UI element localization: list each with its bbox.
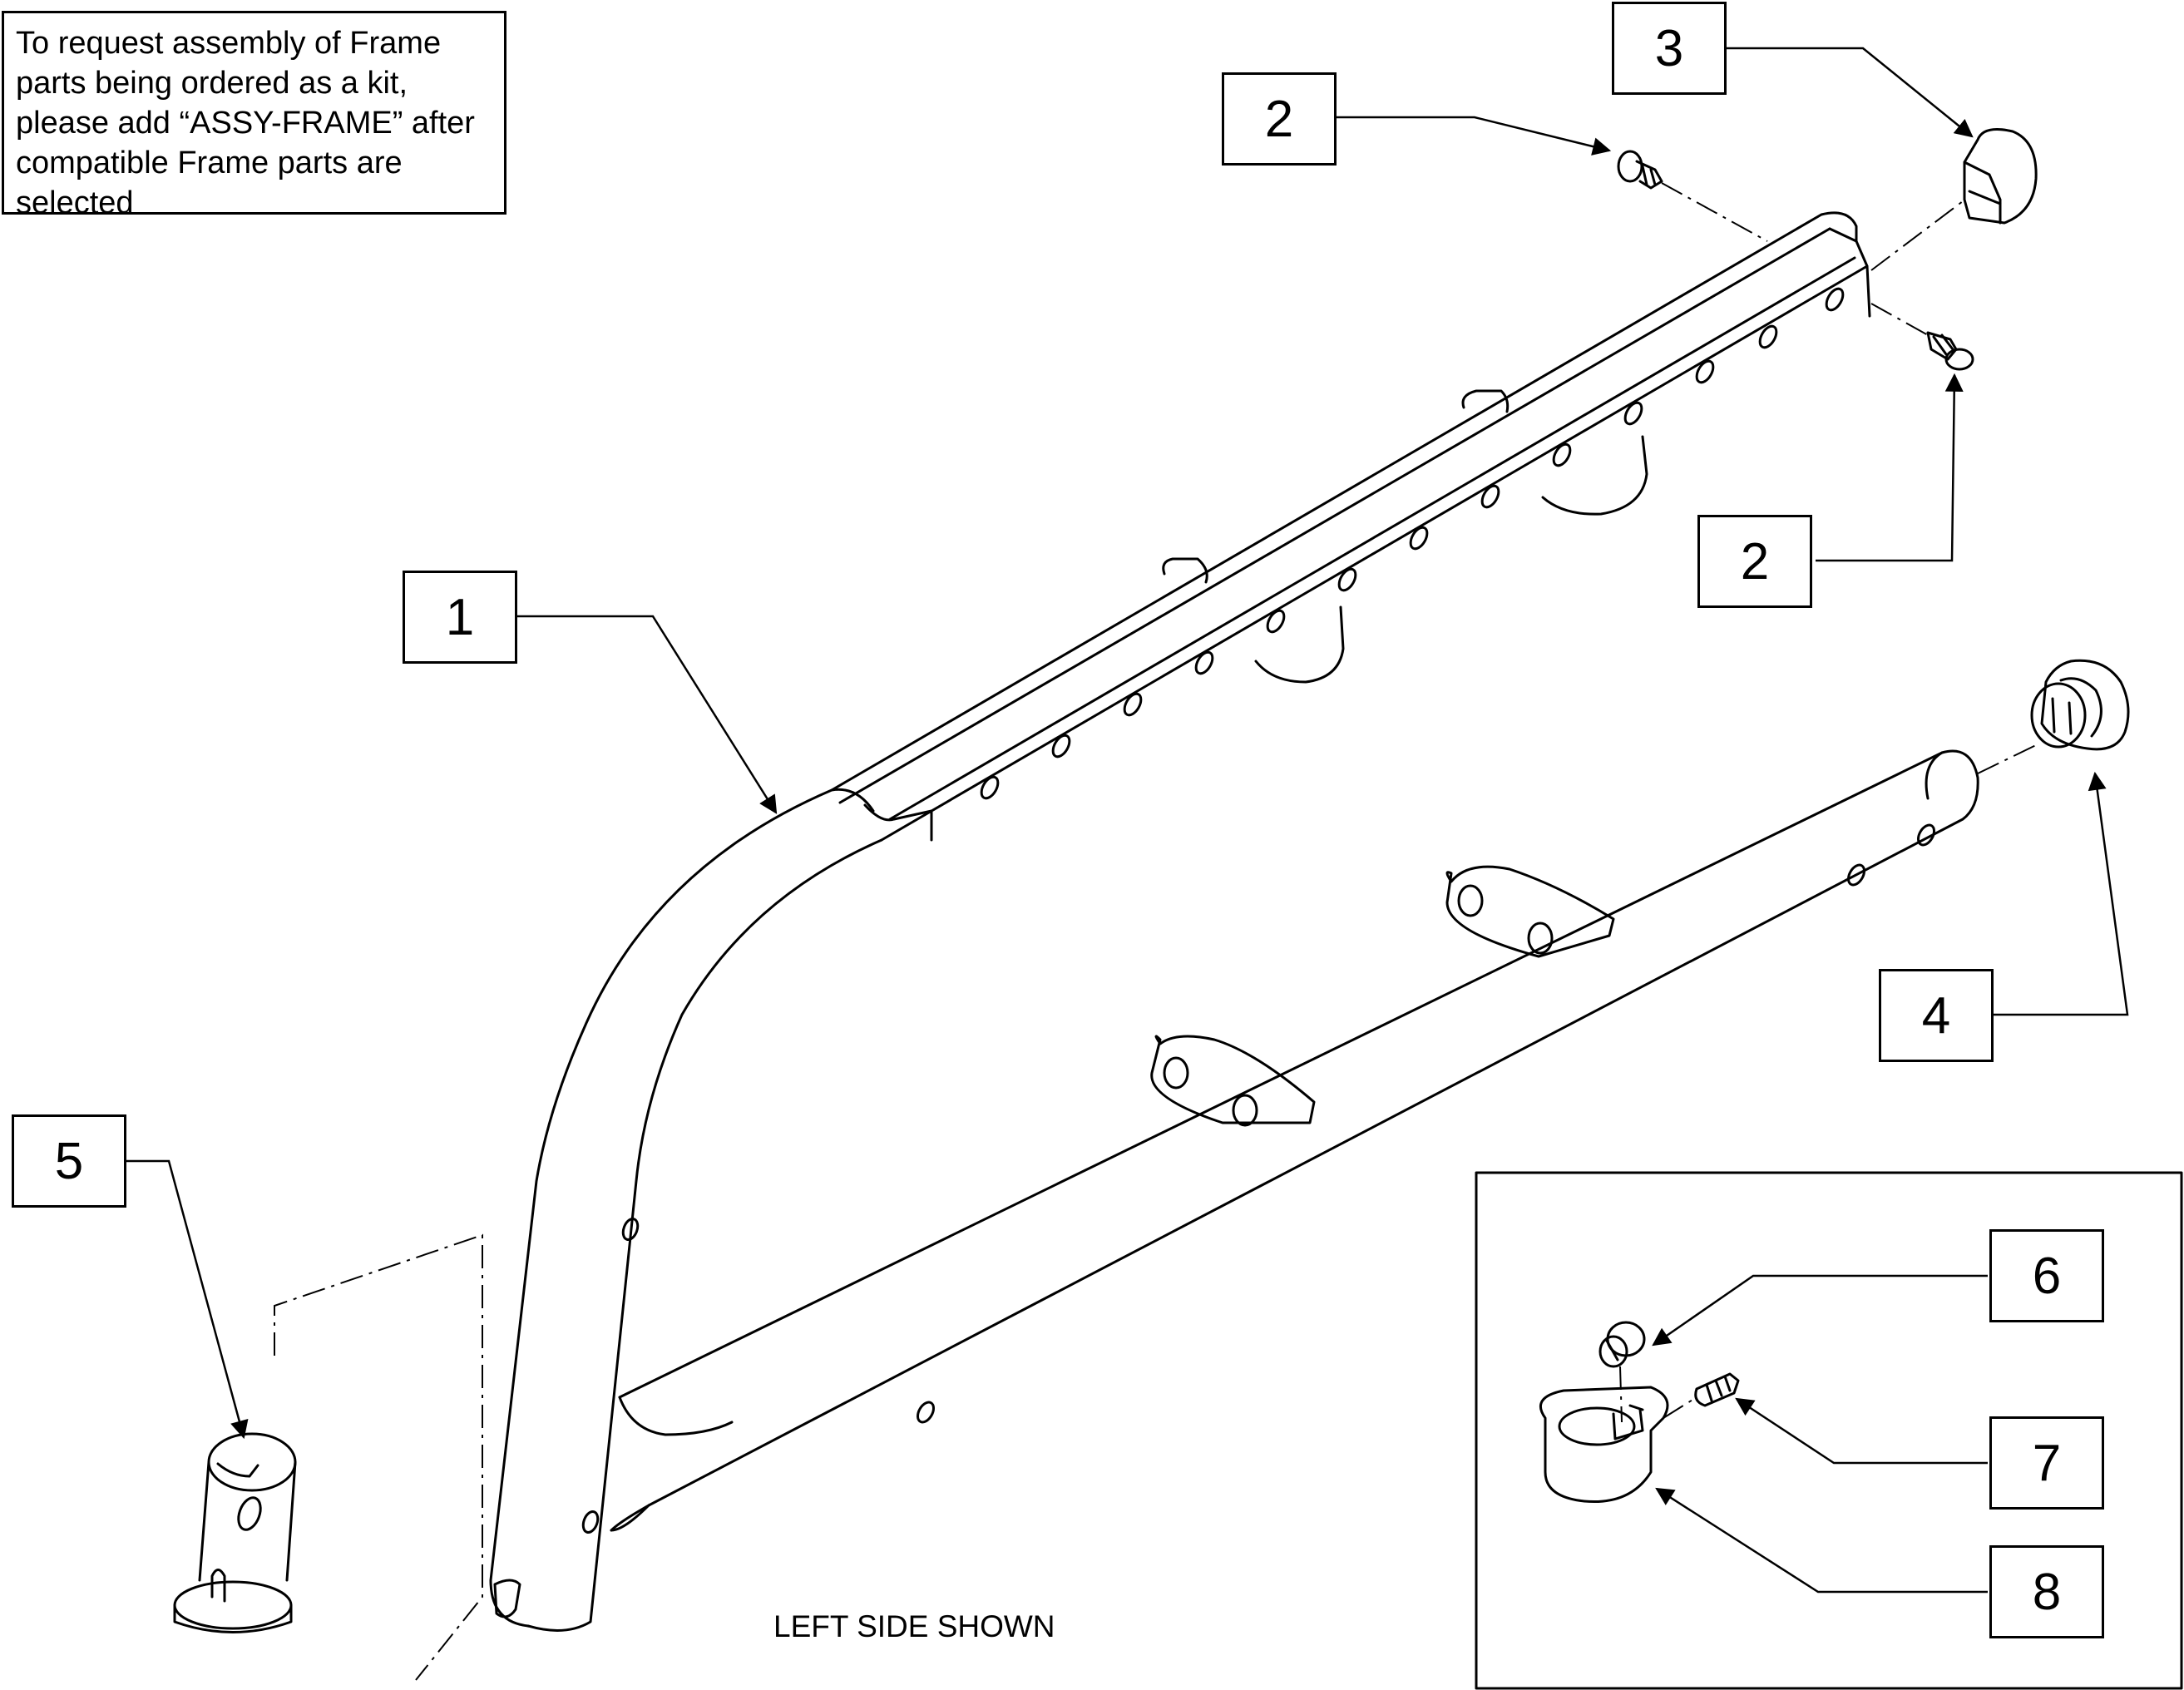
note-line: compatible Frame parts are xyxy=(16,146,403,180)
leader-2b xyxy=(1816,373,1964,562)
clamp-collar xyxy=(1539,1386,1669,1504)
leader-6 xyxy=(1652,1274,1988,1347)
callout-1[interactable]: 1 xyxy=(403,571,517,664)
callout-3[interactable]: 3 xyxy=(1612,2,1727,95)
view-caption: LEFT SIDE SHOWN xyxy=(773,1609,1055,1643)
assembly-note: To request assembly of Frame parts being… xyxy=(2,11,506,220)
alignment-lines xyxy=(274,182,2038,1681)
rail-brackets xyxy=(1162,389,1648,684)
note-line: To request assembly of Frame xyxy=(16,26,442,61)
note-line: parts being ordered as a kit, xyxy=(16,66,408,101)
callout-4[interactable]: 4 xyxy=(1879,969,1994,1062)
end-cap-top xyxy=(1963,128,2038,225)
set-screw xyxy=(1694,1372,1740,1407)
leader-lines xyxy=(125,47,2129,1594)
callout-2-top[interactable]: 2 xyxy=(1222,72,1337,166)
leader-1 xyxy=(516,615,778,814)
leader-4 xyxy=(1992,771,2129,1016)
leader-7 xyxy=(1735,1397,1988,1465)
caster-socket xyxy=(173,1432,297,1633)
callout-8[interactable]: 8 xyxy=(1989,1545,2104,1638)
callout-7[interactable]: 7 xyxy=(1989,1416,2104,1510)
lower-brackets xyxy=(1150,865,1615,1127)
callout-5[interactable]: 5 xyxy=(12,1114,126,1208)
callout-6[interactable]: 6 xyxy=(1989,1229,2104,1322)
leader-2a xyxy=(1335,116,1612,156)
knob xyxy=(1598,1321,1646,1368)
screw-top xyxy=(1617,150,1663,190)
rail-holes xyxy=(581,287,1845,1534)
leader-3 xyxy=(1727,47,1974,138)
frame-tube xyxy=(489,211,1871,1632)
callout-2-right[interactable]: 2 xyxy=(1697,515,1812,608)
tube-plug xyxy=(2030,659,2130,751)
leader-5 xyxy=(125,1159,249,1440)
lower-rail xyxy=(610,749,1979,1532)
note-line: please add “ASSY-FRAME” after xyxy=(16,106,475,141)
screw-right xyxy=(1926,331,1974,371)
detail-inset xyxy=(1475,1171,2183,1690)
note-line: selected xyxy=(16,185,134,220)
leader-8 xyxy=(1655,1487,1988,1594)
